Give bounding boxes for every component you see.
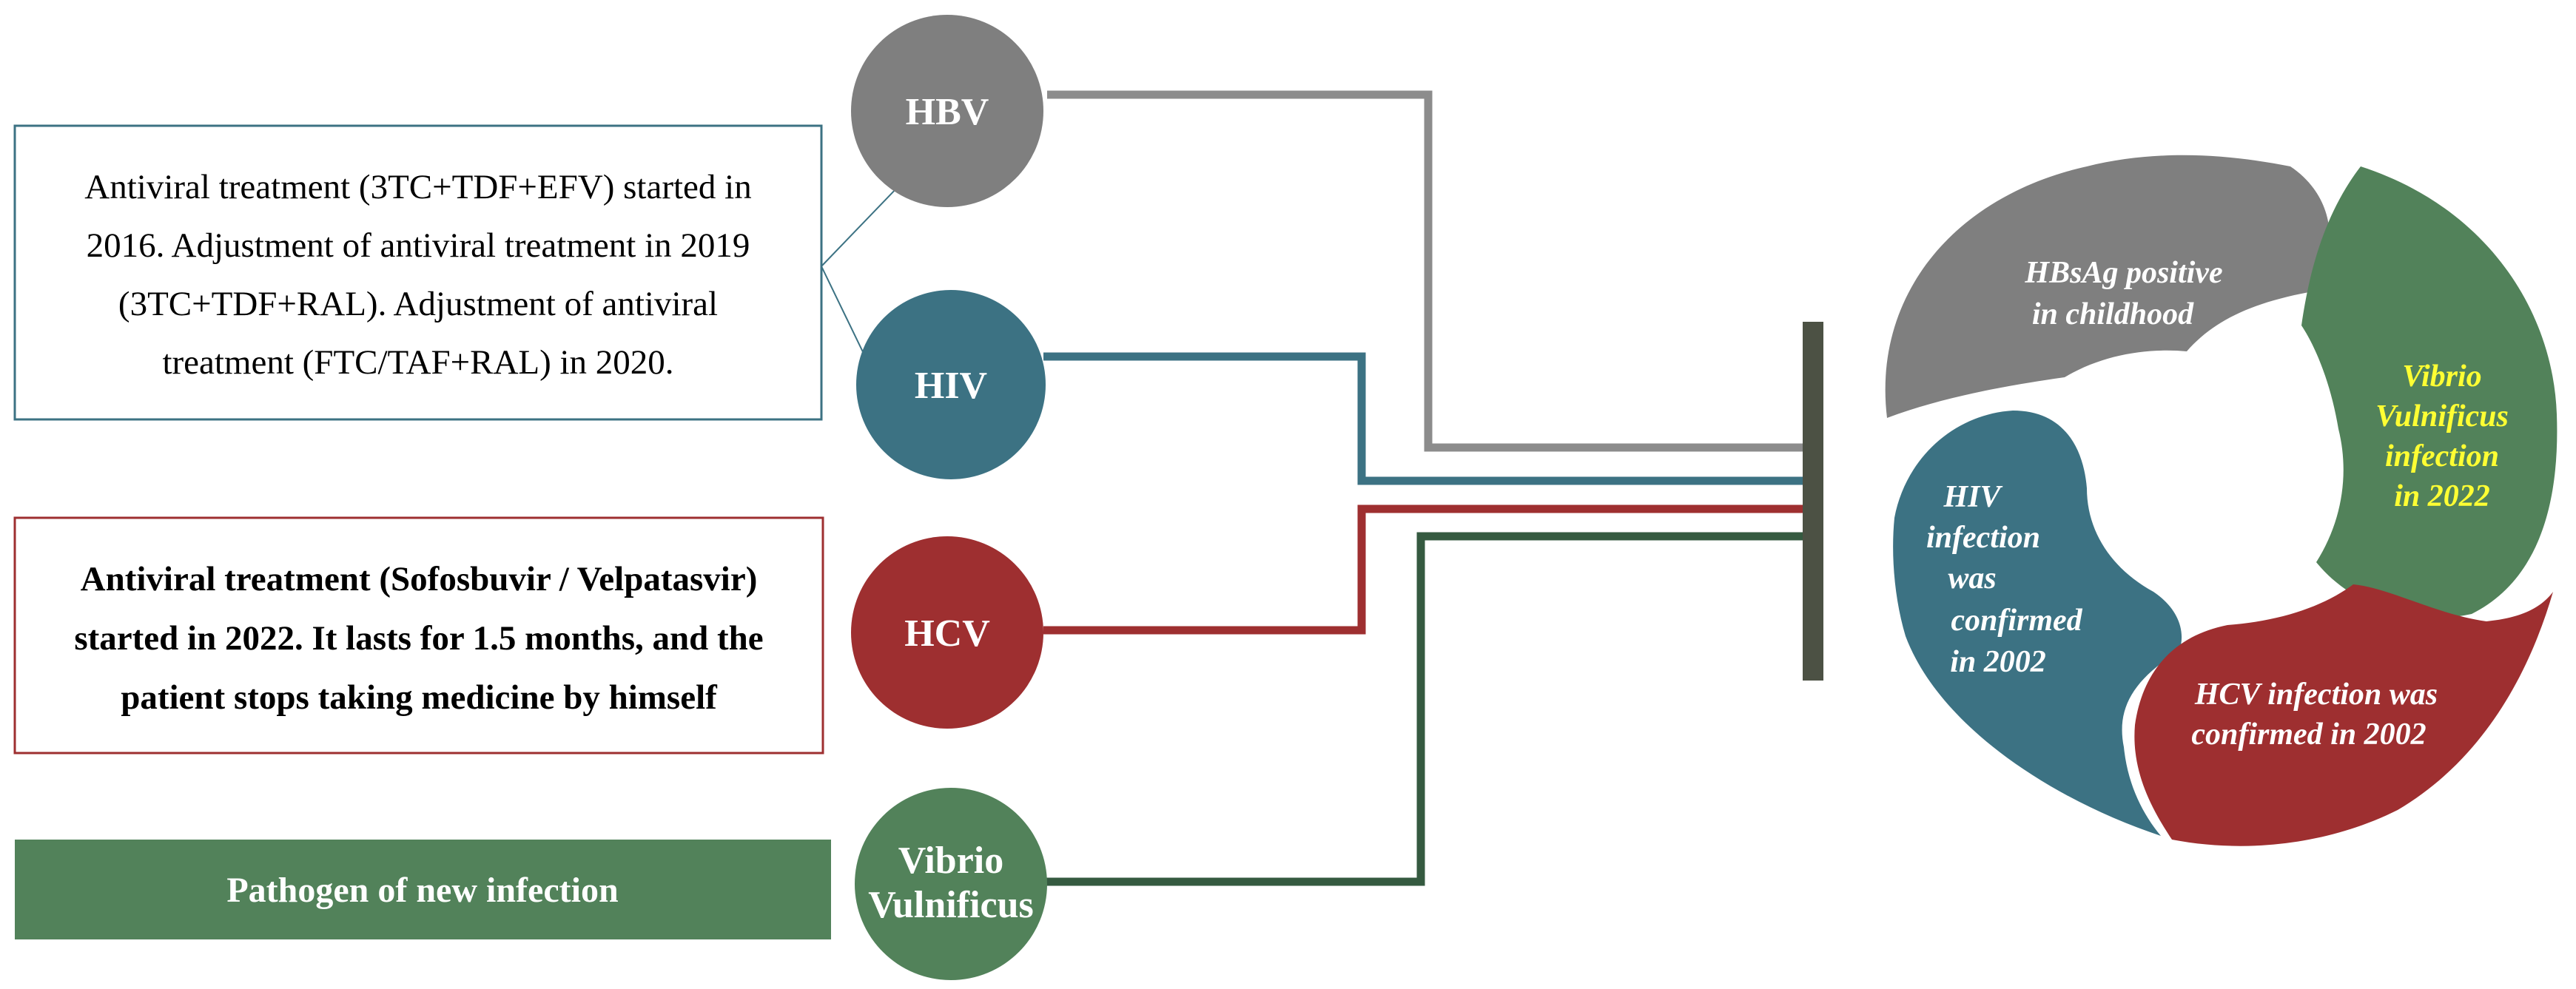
hiv-petal-text-line-4: confirmed (1951, 604, 2082, 638)
vibrio-circle: Vibrio Vulnificus (855, 788, 1047, 980)
hcv-petal-text-line-2: confirmed in 2002 (2191, 718, 2426, 752)
hbv-circle: HBV (851, 15, 1043, 207)
vibrio-petal-text-line-2: Vulnificus (2375, 399, 2509, 433)
swirl-diagram: HBsAg positive in childhood Vibrio Vulni… (1885, 155, 2557, 846)
pathogen-box-fill (15, 840, 831, 939)
junction-bar (1803, 322, 1823, 681)
hbv-hiv-treatment-line-3: (3TC+TDF+RAL). Adjustment of antiviral (118, 285, 718, 323)
vibrio-circle-label-line-2: Vulnificus (868, 884, 1034, 926)
hbv-petal (1885, 155, 2330, 419)
pathogen-label: Pathogen of new infection (226, 871, 618, 910)
hiv-petal-text-line-1: HIV (1943, 480, 2002, 514)
hcv-circle-shape (851, 536, 1043, 729)
hcv-circle-label: HCV (904, 612, 990, 655)
hbv-hiv-treatment-line-1: Antiviral treatment (3TC+TDF+EFV) starte… (84, 168, 751, 206)
hiv-connector-line (1043, 352, 1813, 485)
hbv-circle-shape (851, 15, 1043, 207)
hbv-petal-text-line-1: HBsAg positive (2024, 256, 2222, 290)
vibrio-petal (2301, 166, 2557, 618)
vibrio-petal-text-line-1: Vibrio (2402, 360, 2481, 394)
hiv-circle: HIV (856, 290, 1046, 479)
hbv-hiv-treatment-box: Antiviral treatment (3TC+TDF+EFV) starte… (13, 124, 823, 421)
swirl-center (2150, 403, 2320, 573)
pathogen-box: Pathogen of new infection (15, 840, 831, 939)
hcv-circle: HCV (851, 536, 1043, 729)
hcv-treatment-line-2: started in 2022. It lasts for 1.5 months… (74, 619, 763, 658)
hcv-treatment-box-border (13, 516, 824, 755)
vibrio-petal-text-line-3: infection (2385, 439, 2499, 473)
hiv-petal-text-line-3: was (1948, 561, 1996, 595)
connector-lines (1043, 90, 1813, 886)
hiv-circle-shape (856, 290, 1046, 479)
hcv-treatment-box: Antiviral treatment (Sofosbuvir / Velpat… (13, 516, 824, 755)
hiv-petal-text-line-5: in 2002 (1950, 645, 2046, 679)
hcv-connector-line (1043, 504, 1813, 635)
hiv-petal-text-line-2: infection (1926, 521, 2040, 555)
hcv-treatment-line-3: patient stops taking medicine by himself (121, 678, 718, 717)
hbv-hiv-treatment-line-2: 2016. Adjustment of antiviral treatment … (87, 226, 750, 265)
hcv-petal (2134, 584, 2553, 846)
hcv-petal-text-line-1: HCV infection was (2194, 678, 2438, 712)
hiv-petal (1893, 411, 2182, 836)
hbv-circle-label: HBV (906, 91, 989, 133)
vibrio-circle-shape (855, 788, 1047, 980)
hbv-petal-text-line-2: in childhood (2032, 297, 2194, 331)
vibrio-petal-text-line-4: in 2022 (2394, 479, 2490, 513)
hbv-connector-line (1047, 90, 1813, 452)
vibrio-circle-label-line-1: Vibrio (898, 840, 1004, 882)
hcv-treatment-line-1: Antiviral treatment (Sofosbuvir / Velpat… (81, 560, 758, 598)
hbv-hiv-treatment-box-border (13, 124, 823, 421)
hiv-circle-label: HIV (915, 365, 987, 407)
vibrio-connector-line (1043, 532, 1813, 886)
hbv-hiv-treatment-line-4: treatment (FTC/TAF+RAL) in 2020. (162, 343, 673, 382)
